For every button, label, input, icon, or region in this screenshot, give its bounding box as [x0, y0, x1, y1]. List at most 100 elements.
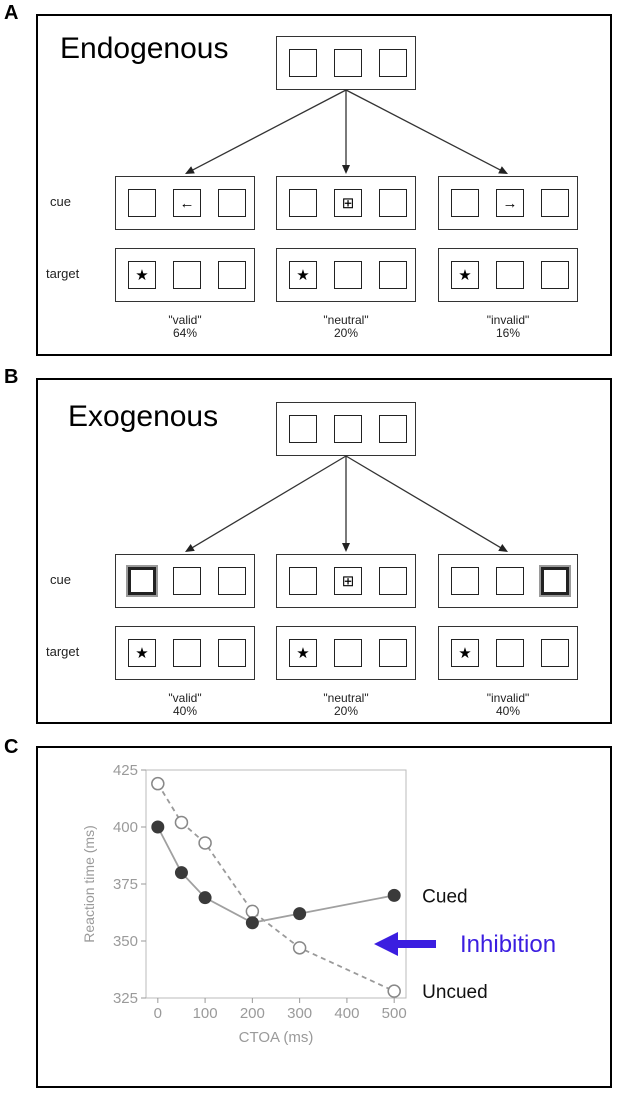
valid-target-box-1: ★ — [128, 261, 156, 289]
uncued-point-500 — [387, 984, 401, 998]
uncued-point-50 — [174, 815, 189, 830]
valid-condition-name: "valid" — [168, 313, 202, 327]
neutral-condition-label: "neutral"20% — [286, 692, 406, 718]
valid-target-box-3 — [218, 261, 246, 289]
panel-b-arrows — [185, 455, 508, 552]
cue-row-label: cue — [50, 194, 71, 209]
cued-series-label: Cued — [422, 886, 467, 907]
cued-point-0 — [151, 820, 165, 834]
neutral-cue-box-1 — [289, 567, 317, 595]
inhibition-label: Inhibition — [460, 931, 556, 958]
neutral-target-box-3 — [379, 639, 407, 667]
neutral-target-box-2 — [334, 261, 362, 289]
cross-grid-icon: ⊞ — [341, 572, 355, 590]
neutral-cue-box-2: ⊞ — [334, 189, 362, 217]
invalid-branch-arrow — [345, 455, 502, 549]
neutral-cue-box-2: ⊞ — [334, 567, 362, 595]
cued-point-50 — [174, 866, 188, 880]
valid-target-box-3 — [218, 639, 246, 667]
valid-arrowhead — [185, 543, 195, 552]
invalid-cue-box-1 — [451, 567, 479, 595]
invalid-cue-frame — [438, 554, 578, 608]
valid-condition-percent: 64% — [172, 326, 198, 340]
invalid-target-box-1: ★ — [451, 639, 479, 667]
uncued-series-line — [157, 783, 395, 992]
neutral-condition-percent: 20% — [333, 326, 359, 340]
cued-series-line — [157, 826, 395, 924]
valid-target-frame: ★ — [115, 626, 255, 680]
invalid-cue-box-2: → — [496, 189, 524, 217]
uncued-point-300 — [292, 941, 307, 955]
uncued-point-100 — [198, 836, 212, 850]
panel-a-letter: A — [4, 2, 19, 24]
neutral-condition-name: "neutral" — [323, 313, 369, 327]
valid-arrowhead — [185, 166, 195, 174]
valid-target-box-2 — [173, 639, 201, 667]
neutral-arrowhead — [342, 165, 350, 174]
cross-grid-icon: ⊞ — [341, 194, 355, 212]
invalid-target-box-3 — [541, 261, 569, 289]
panel-b-letter: B — [4, 366, 19, 388]
x-tick-label-300: 300 — [287, 1005, 312, 1022]
invalid-condition-label: "invalid"40% — [448, 692, 568, 718]
valid-condition-percent: 40% — [172, 704, 198, 718]
neutral-cue-frame: ⊞ — [276, 176, 416, 230]
target-row-label: target — [46, 644, 80, 659]
uncued-point-200 — [245, 904, 260, 919]
fixation-box-1 — [289, 49, 317, 77]
valid-cue-box-2: ← — [173, 189, 201, 217]
neutral-target-box-2 — [334, 639, 362, 667]
neutral-cue-box-3 — [379, 189, 407, 217]
valid-cue-frame — [115, 554, 255, 608]
invalid-target-box-1: ★ — [451, 261, 479, 289]
fixation-box-3 — [379, 415, 407, 443]
valid-cue-box-1 — [128, 567, 156, 595]
valid-branch-arrow — [191, 455, 347, 549]
fixation-box-3 — [379, 49, 407, 77]
y-tick-label-425: 425 — [113, 762, 138, 779]
invalid-cue-box-3 — [541, 189, 569, 217]
invalid-cue-box-2 — [496, 567, 524, 595]
invalid-arrowhead — [498, 166, 508, 174]
valid-target-box-1: ★ — [128, 639, 156, 667]
invalid-condition-name: "invalid" — [486, 313, 530, 327]
invalid-target-box-2 — [496, 639, 524, 667]
valid-cue-frame: ← — [115, 176, 255, 230]
inhibition-arrowhead — [374, 932, 398, 956]
valid-condition-label: "valid"40% — [125, 692, 245, 718]
invalid-cue-box-3 — [541, 567, 569, 595]
neutral-cue-box-3 — [379, 567, 407, 595]
y-tick-label-400: 400 — [113, 819, 138, 836]
y-tick-label-325: 325 — [113, 990, 138, 1007]
neutral-condition-name: "neutral" — [323, 691, 369, 705]
invalid-target-box-2 — [496, 261, 524, 289]
star-icon: ★ — [135, 266, 149, 284]
invalid-cue-frame: → — [438, 176, 578, 230]
cued-point-100 — [198, 891, 212, 905]
x-tick-label-200: 200 — [240, 1005, 265, 1022]
star-icon: ★ — [296, 644, 310, 662]
y-tick-label-375: 375 — [113, 876, 138, 893]
neutral-condition-percent: 20% — [333, 704, 359, 718]
neutral-cue-frame: ⊞ — [276, 554, 416, 608]
neutral-target-box-3 — [379, 261, 407, 289]
invalid-condition-name: "invalid" — [486, 691, 530, 705]
invalid-condition-percent: 16% — [495, 326, 521, 340]
y-axis-label: Reaction time (ms) — [81, 825, 97, 942]
fixation-box-1 — [289, 415, 317, 443]
x-tick-label-0: 0 — [154, 1005, 162, 1022]
panel-b-title: Exogenous — [68, 400, 219, 433]
valid-condition-name: "valid" — [168, 691, 202, 705]
neutral-cue-box-1 — [289, 189, 317, 217]
star-icon: ★ — [296, 266, 310, 284]
invalid-target-frame: ★ — [438, 626, 578, 680]
star-icon: ★ — [135, 644, 149, 662]
invalid-branch-arrow — [345, 89, 502, 171]
invalid-target-box-3 — [541, 639, 569, 667]
x-tick-label-500: 500 — [382, 1005, 407, 1022]
cued-point-200 — [245, 916, 259, 930]
fixation-box-2 — [334, 49, 362, 77]
